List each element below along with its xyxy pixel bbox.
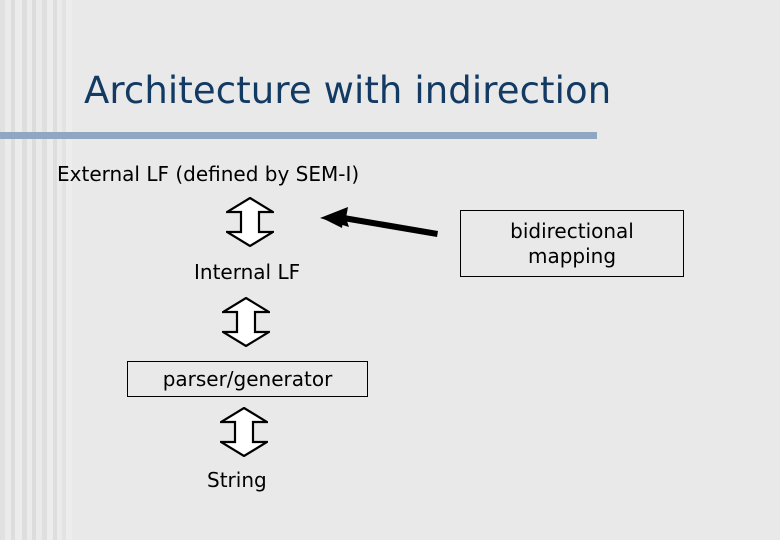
box-parser-generator: parser/generator <box>127 361 368 397</box>
decorative-stripe <box>47 0 53 540</box>
decorative-stripe <box>27 0 32 540</box>
decorative-stripe <box>42 0 47 540</box>
double-headed-arrow-icon <box>219 296 273 348</box>
decorative-stripe <box>5 0 11 540</box>
decorative-stripe <box>22 0 27 540</box>
decorative-stripe <box>32 0 36 540</box>
decorative-stripe <box>0 0 5 540</box>
box-parser-generator-label: parser/generator <box>162 366 333 391</box>
decorative-stripe <box>11 0 15 540</box>
decorative-stripe <box>57 0 62 540</box>
decorative-stripe <box>36 0 42 540</box>
decorative-stripe <box>62 0 66 540</box>
title-underline-rule <box>0 132 597 139</box>
decorative-stripe <box>53 0 57 540</box>
page-title: Architecture with indirection <box>84 69 612 112</box>
left-pointing-arrow-icon <box>316 206 440 238</box>
decorative-stripe <box>15 0 22 540</box>
label-internal-lf: Internal LF <box>194 260 301 284</box>
decorative-stripe-band <box>0 0 72 540</box>
double-headed-arrow-icon <box>223 196 277 248</box>
label-string: String <box>207 468 267 492</box>
decorative-stripe <box>66 0 72 540</box>
double-headed-arrow-icon <box>217 406 271 458</box>
label-external-lf: External LF (defined by SEM-I) <box>57 162 360 186</box>
